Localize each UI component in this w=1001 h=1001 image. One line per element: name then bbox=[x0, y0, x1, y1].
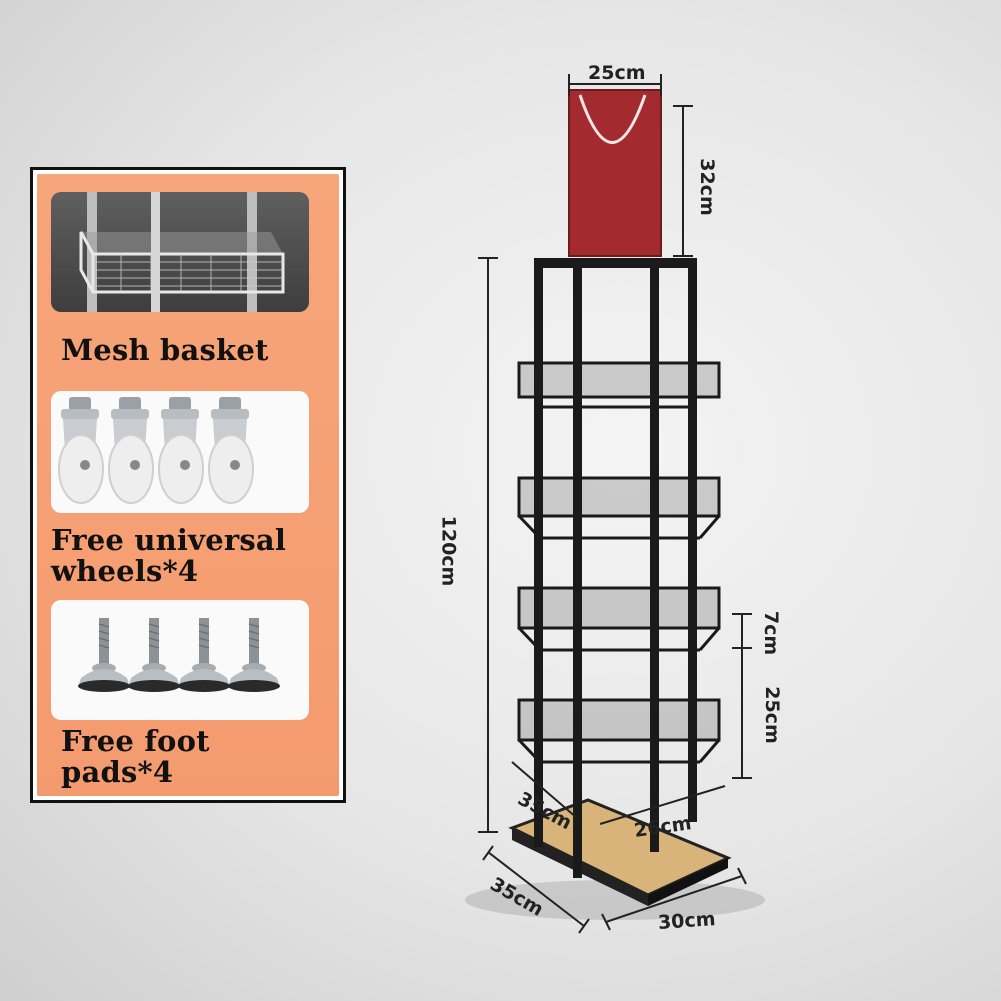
mesh-baskets bbox=[517, 361, 721, 764]
feature-label-wheels: Free universal wheels*4 bbox=[51, 523, 287, 588]
dim-sign-width: 25cm bbox=[588, 62, 646, 84]
rack-frame bbox=[534, 258, 697, 878]
sign-board bbox=[568, 89, 662, 257]
caster-wheel-icon bbox=[51, 391, 309, 513]
dim-shelf-gap: 25cm bbox=[760, 686, 783, 744]
dimension-lines bbox=[478, 74, 752, 934]
feature-label-foot-pads: Free foot pads*4 bbox=[61, 724, 210, 789]
dim-basket-depth: 7cm bbox=[760, 610, 783, 656]
leveling-foot-icon bbox=[51, 600, 309, 720]
feature-label-mesh-basket: Mesh basket bbox=[61, 333, 269, 367]
mesh-basket-icon bbox=[51, 192, 309, 312]
dim-base-width: 30cm bbox=[657, 908, 717, 934]
dim-total-height: 120cm bbox=[437, 515, 460, 587]
feature-panel: Mesh basket Free universal wheels*4 bbox=[30, 167, 346, 803]
dim-sign-height: 32cm bbox=[695, 158, 718, 216]
